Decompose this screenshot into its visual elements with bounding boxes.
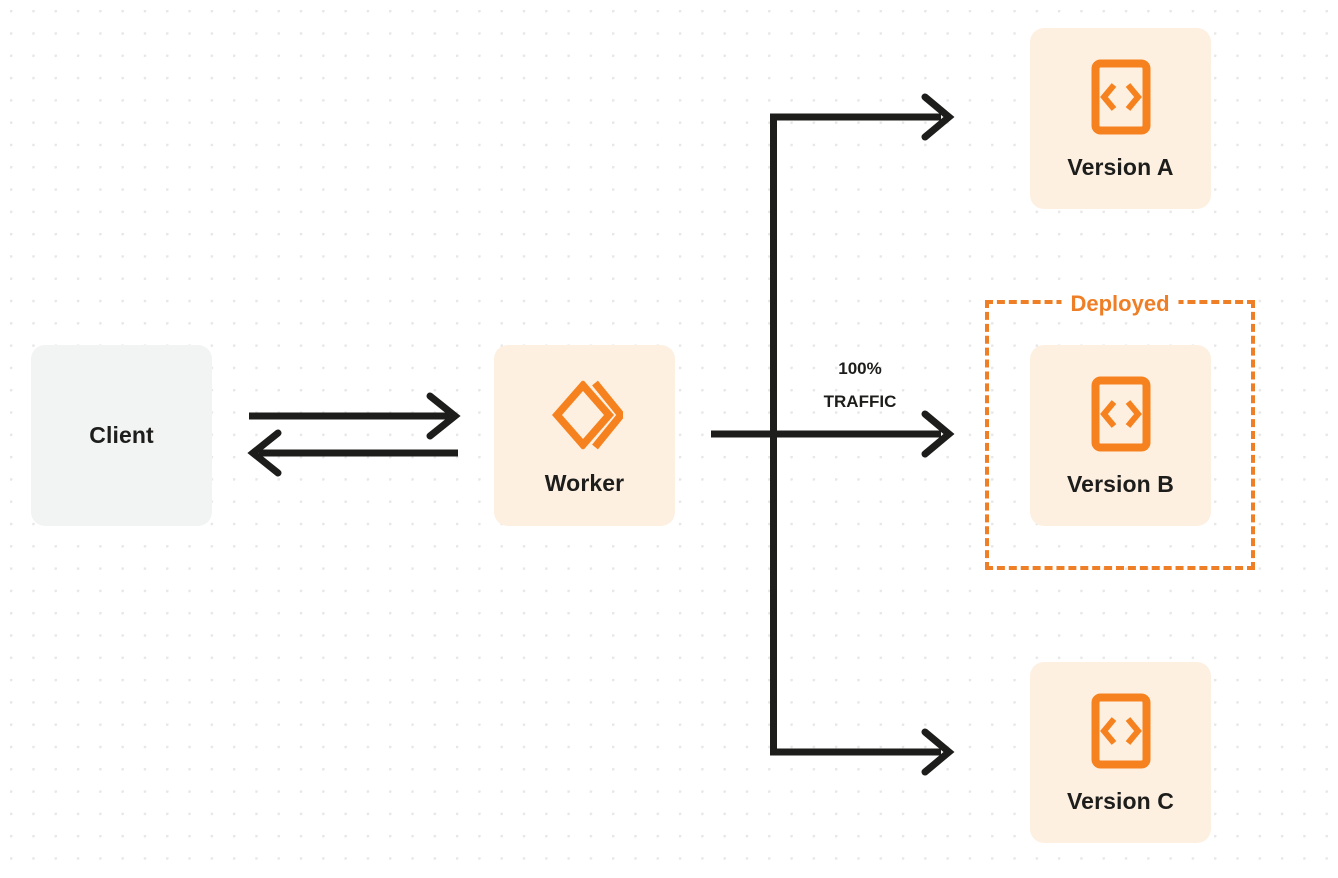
- traffic-label: 100% TRAFFIC: [780, 352, 940, 418]
- arrowhead-version-a: [921, 93, 955, 141]
- node-version-c[interactable]: Version C: [1030, 662, 1211, 843]
- node-version-b[interactable]: Version B: [1030, 345, 1211, 526]
- edge-client-to-worker: [249, 392, 461, 440]
- traffic-word: TRAFFIC: [823, 392, 897, 412]
- code-file-icon: [1091, 59, 1151, 140]
- node-worker-label: Worker: [544, 469, 625, 496]
- code-file-icon: [1091, 376, 1151, 457]
- node-version-a-label: Version A: [1067, 153, 1174, 180]
- edge-worker-branching-trunk: [711, 113, 941, 756]
- edge-worker-to-client: [247, 429, 458, 477]
- node-version-a[interactable]: Version A: [1030, 28, 1211, 209]
- arrowhead-version-c: [921, 728, 955, 776]
- node-version-b-label: Version B: [1067, 470, 1174, 497]
- cloudflare-workers-logo-icon: [547, 377, 626, 458]
- arrowhead-version-b: [921, 410, 955, 458]
- traffic-percentage: 100%: [838, 359, 882, 378]
- node-worker[interactable]: Worker: [494, 345, 675, 526]
- node-version-c-label: Version C: [1067, 787, 1174, 814]
- code-file-icon: [1091, 693, 1151, 774]
- node-client-label: Client: [89, 422, 154, 448]
- node-client[interactable]: Client: [31, 345, 212, 526]
- deployed-group-frame: Deployed: [985, 288, 1255, 570]
- deployed-group-label: Deployed: [1061, 288, 1179, 320]
